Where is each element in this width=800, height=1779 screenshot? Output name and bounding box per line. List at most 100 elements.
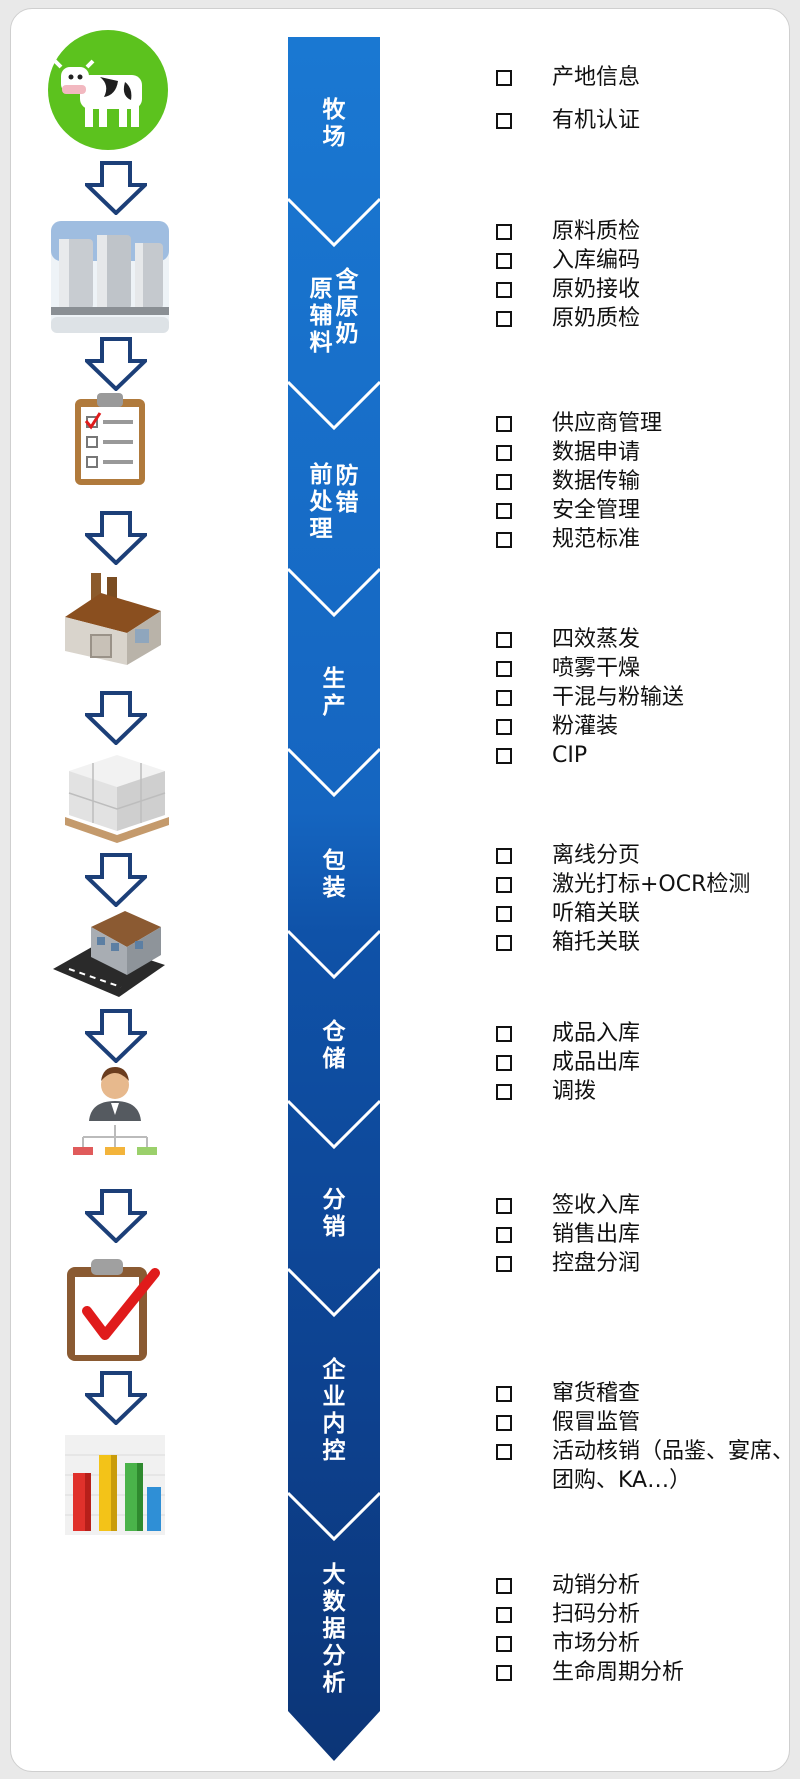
checkbox-icon: [496, 719, 512, 735]
stage-label-production: 生产: [322, 666, 346, 719]
checkbox-icon: [496, 1026, 512, 1042]
stage-label-internal-control: 企业内控: [322, 1357, 346, 1464]
down-arrow-icon: [85, 1371, 147, 1425]
list-item: 动销分析: [496, 1571, 789, 1600]
clipboard-check-icon: [67, 1259, 160, 1361]
warehouse-building-icon: [53, 911, 165, 997]
list-item: 控盘分润: [496, 1249, 789, 1278]
list-item: 离线分页: [496, 841, 789, 870]
cow-icon: [48, 30, 168, 150]
stage-items-internal-control: 窜货稽查 假冒监管 活动核销（品鉴、宴席、团购、KA…）: [496, 1379, 789, 1495]
checkbox-icon: [496, 1227, 512, 1243]
down-arrow-icon: [85, 1009, 147, 1063]
checkbox-icon: [496, 1444, 512, 1460]
checkbox-icon: [496, 906, 512, 922]
list-item: 成品出库: [496, 1048, 789, 1077]
down-arrow-icon: [85, 337, 147, 391]
checkbox-icon: [496, 690, 512, 706]
checkbox-icon: [496, 1386, 512, 1402]
stage-label-analytics: 大数据分析: [322, 1561, 346, 1696]
down-arrow-icon: [85, 161, 147, 215]
checkbox-icon: [496, 253, 512, 269]
list-item: 窜货稽查: [496, 1379, 789, 1408]
list-item: 活动核销（品鉴、宴席、团购、KA…）: [496, 1437, 789, 1495]
list-item: 销售出库: [496, 1220, 789, 1249]
checkbox-icon: [496, 1636, 512, 1652]
list-item: CIP: [496, 741, 789, 770]
list-item: 粉灌装: [496, 712, 789, 741]
checkbox-icon: [496, 1256, 512, 1272]
checkbox-icon: [496, 113, 512, 129]
list-item: 原料质检: [496, 217, 789, 246]
stage-items-production: 四效蒸发 喷雾干燥 干混与粉输送 粉灌装 CIP: [496, 625, 789, 770]
checkbox-icon: [496, 70, 512, 86]
list-item: 原奶接收: [496, 275, 789, 304]
stage-label-packaging: 包装: [322, 848, 346, 901]
list-item: 成品入库: [496, 1019, 789, 1048]
checkbox-icon: [496, 848, 512, 864]
list-item: 签收入库: [496, 1191, 789, 1220]
checkbox-icon: [496, 224, 512, 240]
bar-chart-icon: [65, 1435, 165, 1535]
list-item: 有机认证: [496, 106, 789, 135]
list-item: 数据申请: [496, 438, 789, 467]
list-item: 原奶质检: [496, 304, 789, 333]
list-item: 四效蒸发: [496, 625, 789, 654]
checkbox-icon: [496, 877, 512, 893]
checkbox-icon: [496, 474, 512, 490]
stage-items-ranch: 产地信息 有机认证: [496, 63, 789, 135]
checkbox-icon: [496, 661, 512, 677]
list-item: 安全管理: [496, 496, 789, 525]
down-arrow-icon: [85, 1189, 147, 1243]
list-item: 听箱关联: [496, 899, 789, 928]
stage-label-ranch: 牧场: [322, 97, 346, 150]
stage-items-analytics: 动销分析 扫码分析 市场分析 生命周期分析: [496, 1571, 789, 1687]
list-item: 数据传输: [496, 467, 789, 496]
pallet-boxes-icon: [65, 755, 169, 843]
list-item: 调拨: [496, 1077, 789, 1106]
list-item: 产地信息: [496, 63, 789, 92]
stage-label-preprocess: 前处理 防错: [309, 461, 359, 542]
checkbox-icon: [496, 632, 512, 648]
list-item: 假冒监管: [496, 1408, 789, 1437]
stage-items-packaging: 离线分页 激光打标+OCR检测 听箱关联 箱托关联: [496, 841, 789, 957]
list-item: 干混与粉输送: [496, 683, 789, 712]
checkbox-icon: [496, 1198, 512, 1214]
stage-items-preprocess: 供应商管理 数据申请 数据传输 安全管理 规范标准: [496, 409, 789, 554]
checkbox-icon: [496, 416, 512, 432]
flow-diagram-card: 牧场 原辅料 含原奶 前处理 防错 生产 包装 仓储 分销 企业内控 大数据分析…: [10, 8, 790, 1772]
checkbox-icon: [496, 1055, 512, 1071]
stage-label-distribution: 分销: [322, 1187, 346, 1240]
list-item: 市场分析: [496, 1629, 789, 1658]
factory-icon: [65, 573, 161, 665]
checkbox-icon: [496, 1578, 512, 1594]
list-item: 入库编码: [496, 246, 789, 275]
list-item: 激光打标+OCR检测: [496, 870, 789, 899]
clipboard-checklist-icon: [75, 393, 145, 485]
list-item: 扫码分析: [496, 1600, 789, 1629]
list-item: 生命周期分析: [496, 1658, 789, 1687]
checkbox-icon: [496, 282, 512, 298]
stage-items-materials: 原料质检 入库编码 原奶接收 原奶质检: [496, 217, 789, 333]
storage-tank-icon: [51, 221, 169, 333]
list-item: 喷雾干燥: [496, 654, 789, 683]
checkbox-icon: [496, 748, 512, 764]
list-item: 规范标准: [496, 525, 789, 554]
list-item: 供应商管理: [496, 409, 789, 438]
down-arrow-icon: [85, 691, 147, 745]
checkbox-icon: [496, 1084, 512, 1100]
down-arrow-icon: [85, 511, 147, 565]
down-arrow-icon: [85, 853, 147, 907]
stage-items-warehouse: 成品入库 成品出库 调拨: [496, 1019, 789, 1106]
checkbox-icon: [496, 503, 512, 519]
stage-label-warehouse: 仓储: [322, 1019, 346, 1072]
checkbox-icon: [496, 935, 512, 951]
process-band: [288, 37, 380, 1761]
checkbox-icon: [496, 532, 512, 548]
person-org-chart-icon: [73, 1067, 157, 1155]
checkbox-icon: [496, 1607, 512, 1623]
list-item: 箱托关联: [496, 928, 789, 957]
checkbox-icon: [496, 1415, 512, 1431]
checkbox-icon: [496, 445, 512, 461]
checkbox-icon: [496, 1665, 512, 1681]
